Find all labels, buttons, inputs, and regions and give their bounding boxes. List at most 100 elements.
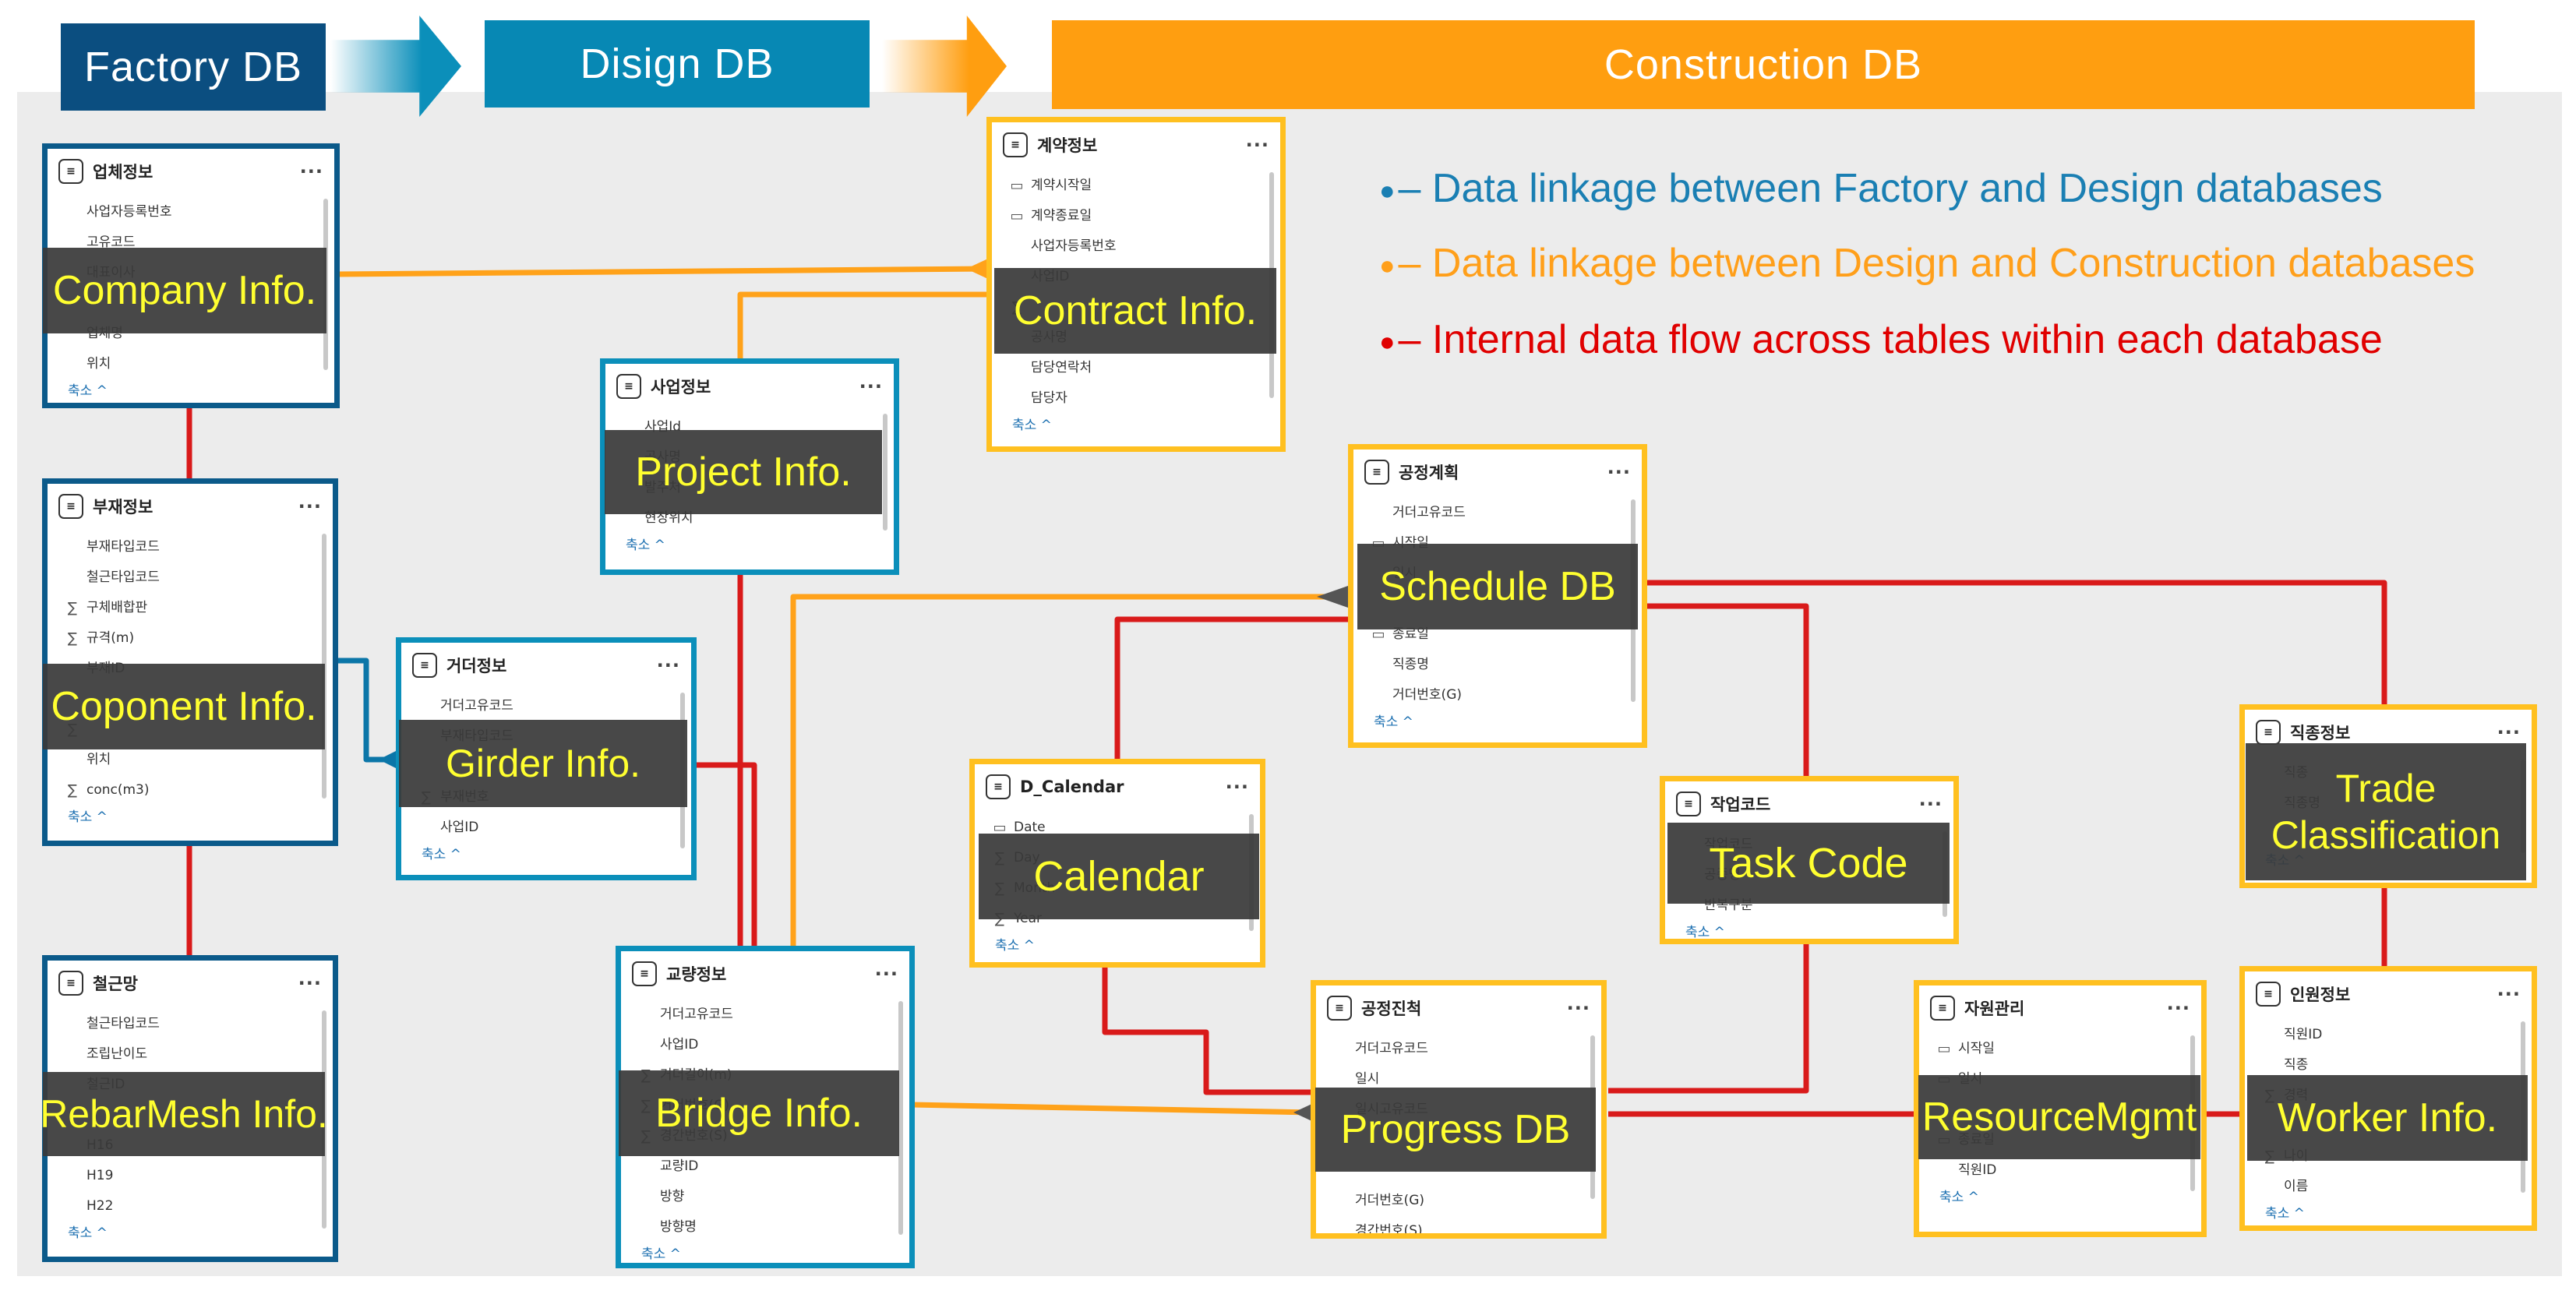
- more-options-icon[interactable]: ···: [859, 376, 883, 397]
- field-row[interactable]: 고유코드: [48, 227, 334, 258]
- legend-bullet-icon: ●: [1379, 326, 1396, 357]
- field-row[interactable]: 철근타입코드: [48, 1009, 333, 1039]
- field-row[interactable]: 거더고유코드: [401, 691, 691, 721]
- field-row[interactable]: 철근타입코드: [48, 562, 333, 593]
- field-row[interactable]: H22: [48, 1191, 333, 1222]
- collapse-link[interactable]: 축소 ^: [995, 938, 1035, 954]
- table-icon: ≡: [58, 494, 83, 519]
- collapse-link[interactable]: 축소 ^: [1012, 418, 1052, 433]
- link-girder-bridge: [692, 762, 757, 949]
- more-options-icon[interactable]: ···: [1566, 997, 1590, 1019]
- field-name: 방향명: [660, 1219, 697, 1235]
- field-name: 거더고유코드: [660, 1007, 733, 1022]
- field-row[interactable]: 사업자등록번호: [48, 197, 334, 227]
- more-options-icon[interactable]: ···: [2497, 721, 2521, 743]
- overlay-label-project: Project Info.: [605, 430, 882, 514]
- more-options-icon[interactable]: ···: [1918, 793, 1943, 815]
- field-row[interactable]: 거더번호(G): [1353, 680, 1642, 710]
- more-options-icon[interactable]: ···: [298, 972, 322, 994]
- collapse-link[interactable]: 축소 ^: [1374, 714, 1413, 730]
- overlay-label-girder: Girder Info.: [399, 720, 687, 807]
- table-icon: ≡: [58, 971, 83, 996]
- scrollbar[interactable]: [883, 414, 887, 531]
- field-row[interactable]: 사업ID: [401, 813, 691, 843]
- overlay-label-schedule: Schedule DB: [1357, 544, 1638, 629]
- overlay-label-resource: ResourceMgmt: [1918, 1075, 2200, 1159]
- field-row[interactable]: 사업ID: [621, 1030, 909, 1060]
- more-options-icon[interactable]: ···: [1245, 134, 1269, 156]
- more-options-icon[interactable]: ···: [299, 160, 323, 182]
- more-options-icon[interactable]: ···: [1607, 461, 1631, 483]
- collapse-link[interactable]: 축소 ^: [1685, 925, 1725, 940]
- collapse-link[interactable]: 축소 ^: [68, 383, 108, 399]
- table-icon: ≡: [2256, 720, 2281, 745]
- field-row[interactable]: 직종명: [1353, 650, 1642, 680]
- field-row[interactable]: 직원ID: [2245, 1020, 2532, 1050]
- calendar-icon: ▭: [1010, 178, 1024, 194]
- field-row[interactable]: ∑구체배합판: [48, 593, 333, 623]
- field-row[interactable]: 거더고유코드: [1316, 1034, 1601, 1064]
- field-row[interactable]: 부재타입코드: [48, 532, 333, 562]
- collapse-link[interactable]: 축소 ^: [422, 847, 461, 862]
- link-calendar-schedule: [1114, 616, 1353, 762]
- field-row[interactable]: ▭시작일: [1919, 1034, 2201, 1064]
- legend-bullet-icon: ●: [1379, 250, 1396, 280]
- collapse-link[interactable]: 축소 ^: [2265, 1206, 2305, 1222]
- legend-item-factory-design: ●– Data linkage between Factory and Desi…: [1379, 165, 2383, 212]
- field-row[interactable]: ∑conc(m3): [48, 775, 333, 806]
- link-bridge-progress: [911, 1102, 1314, 1116]
- collapse-link[interactable]: 축소 ^: [68, 809, 108, 825]
- field-row[interactable]: 현장위치: [605, 503, 894, 534]
- table-title: 직종정보: [2290, 724, 2351, 742]
- field-name: 교량ID: [660, 1158, 699, 1174]
- field-name: 거더번호(G): [1392, 687, 1462, 703]
- more-options-icon[interactable]: ···: [2166, 997, 2190, 1019]
- table-title: 사업정보: [651, 378, 711, 397]
- field-row[interactable]: ▭계약시작일: [992, 171, 1280, 201]
- collapse-link[interactable]: 축소 ^: [641, 1246, 681, 1262]
- more-options-icon[interactable]: ···: [298, 495, 322, 517]
- field-row[interactable]: 경간번호(S): [1316, 1216, 1601, 1233]
- field-row[interactable]: 직원ID: [1919, 1155, 2201, 1186]
- collapse-link[interactable]: 축소 ^: [68, 1225, 108, 1241]
- field-name: 거더고유코드: [1392, 505, 1466, 520]
- field-row[interactable]: 사업자등록번호: [992, 231, 1280, 262]
- field-name: H22: [86, 1198, 114, 1214]
- sigma-icon: ∑: [67, 630, 78, 647]
- table-icon: ≡: [2256, 982, 2281, 1007]
- field-row[interactable]: ▭종료일: [1353, 619, 1642, 650]
- field-row[interactable]: 거더고유코드: [1353, 498, 1642, 528]
- field-row[interactable]: 위치: [48, 745, 333, 775]
- collapse-link[interactable]: 축소 ^: [1939, 1190, 1979, 1205]
- overlay-label-company: Company Info.: [43, 248, 326, 333]
- field-row[interactable]: 담당연락처: [992, 353, 1280, 383]
- link-bridge-schedule: [790, 594, 1348, 949]
- field-row[interactable]: 조립난이도: [48, 1039, 333, 1070]
- field-row[interactable]: 방향명: [621, 1212, 909, 1243]
- collapse-link[interactable]: 축소 ^: [626, 538, 665, 553]
- scrollbar[interactable]: [898, 1001, 903, 1235]
- field-row[interactable]: 교량ID: [621, 1151, 909, 1182]
- field-row[interactable]: 직종: [2245, 1050, 2532, 1081]
- field-row[interactable]: 이름: [2245, 1172, 2532, 1202]
- field-row[interactable]: ▭계약종료일: [992, 201, 1280, 231]
- field-row[interactable]: ∑규격(m): [48, 623, 333, 654]
- table-icon: ≡: [1930, 996, 1955, 1021]
- link-schedule-trade: [1641, 580, 2387, 709]
- more-options-icon[interactable]: ···: [2497, 983, 2521, 1005]
- more-options-icon[interactable]: ···: [1225, 776, 1249, 798]
- field-name: 일시: [1355, 1071, 1380, 1087]
- more-options-icon[interactable]: ···: [656, 654, 680, 676]
- table-title: 인원정보: [2290, 985, 2351, 1004]
- field-row[interactable]: 담당자: [992, 383, 1280, 414]
- field-row[interactable]: ▭Date: [975, 813, 1260, 843]
- field-row[interactable]: 위치: [48, 349, 334, 379]
- field-row[interactable]: 방향: [621, 1182, 909, 1212]
- field-row[interactable]: 거더번호(G): [1316, 1186, 1601, 1216]
- table-component[interactable]: ≡부재정보··· 부재타입코드철근타입코드∑구체배합판∑규격(m)부재ID∑위치…: [42, 478, 338, 846]
- table-icon: ≡: [1676, 792, 1701, 816]
- field-row[interactable]: 일시: [1316, 1064, 1601, 1095]
- field-row[interactable]: H19: [48, 1161, 333, 1191]
- field-row[interactable]: 거더고유코드: [621, 1000, 909, 1030]
- more-options-icon[interactable]: ···: [874, 963, 898, 985]
